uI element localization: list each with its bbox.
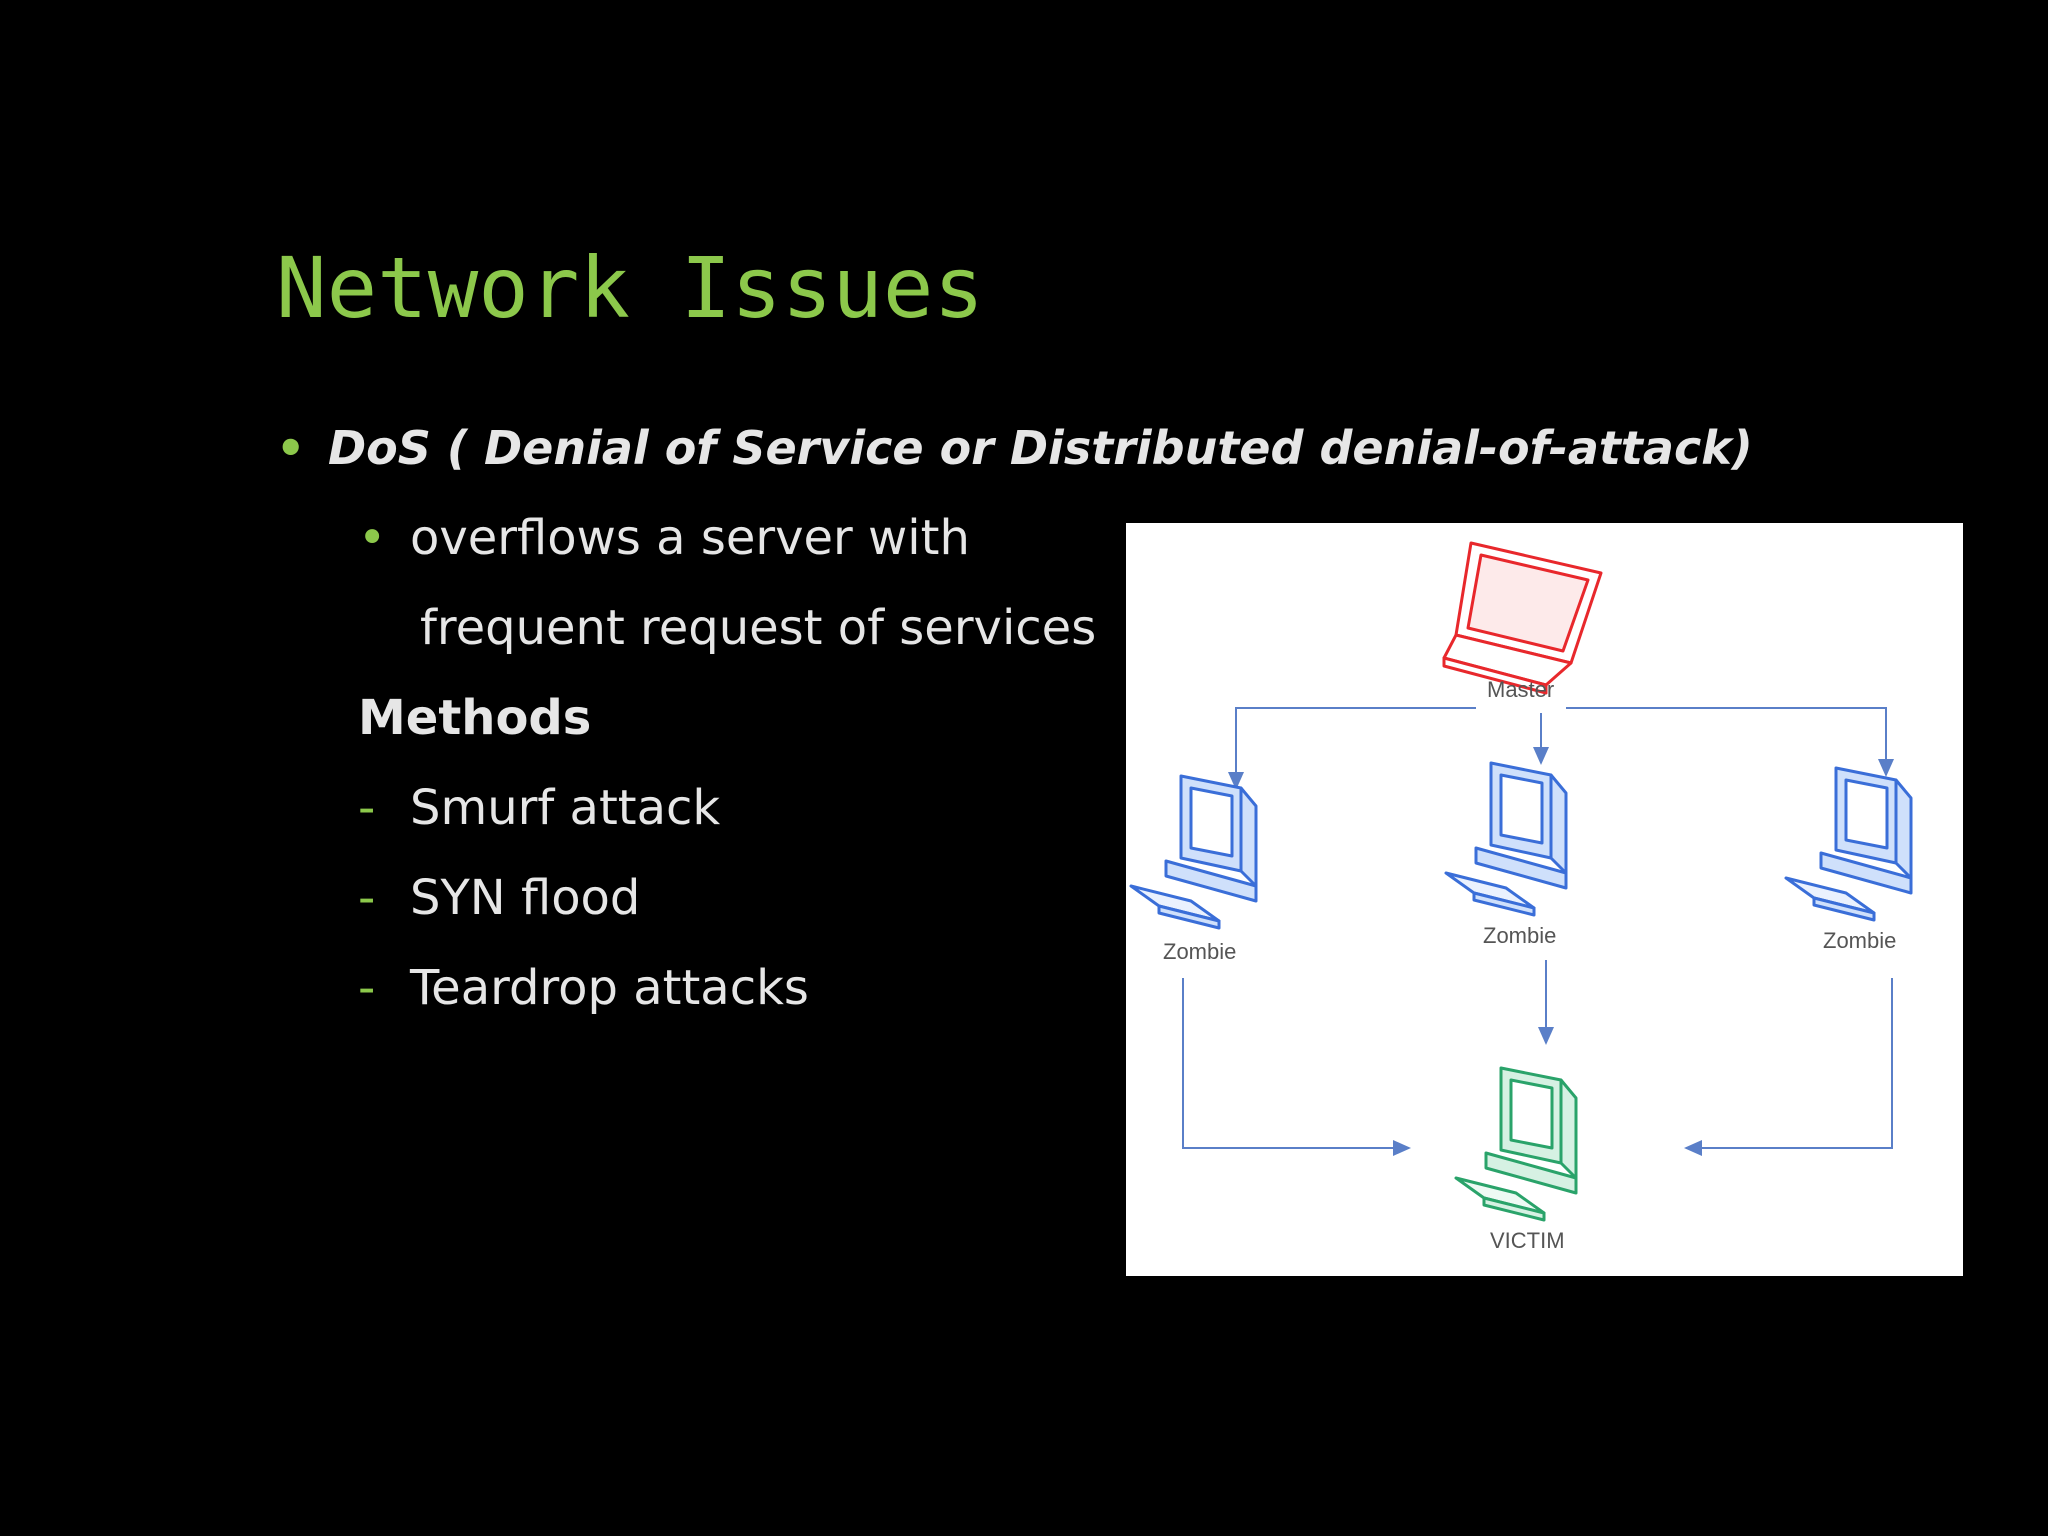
method-text: Teardrop attacks <box>410 960 809 1016</box>
method-item: -Smurf attack <box>358 778 720 838</box>
desktop-computer-icon <box>1129 774 1258 930</box>
zombie-label: Zombie <box>1823 928 1897 953</box>
desktop-computer-icon <box>1454 1066 1578 1222</box>
bullet-marker: • <box>276 421 306 475</box>
right-zombie-to-victim-arrow <box>1684 978 1893 1156</box>
method-item: -SYN flood <box>358 868 640 928</box>
master-to-right-zombie-arrow <box>1566 707 1894 777</box>
dash-marker: - <box>358 780 376 836</box>
methods-heading: Methods <box>358 690 592 746</box>
dash-marker: - <box>358 870 376 926</box>
desktop-computer-icon <box>1784 766 1913 922</box>
victim-label: VICTIM <box>1490 1228 1565 1253</box>
sub-bullet-line-1: overflows a server with <box>410 510 970 566</box>
dash-marker: - <box>358 960 376 1016</box>
bullet-dos-text: DoS ( Denial of Service or Distributed d… <box>328 421 1753 475</box>
master-label: Master <box>1487 677 1555 702</box>
sub-bullet-line-2: frequent request of services <box>420 600 1097 656</box>
zombie-label: Zombie <box>1163 939 1237 964</box>
bullet-dos: • DoS ( Denial of Service or Distributed … <box>276 418 1753 478</box>
left-zombie-to-victim-arrow <box>1182 978 1411 1156</box>
laptop-icon <box>1442 541 1603 695</box>
method-item: -Teardrop attacks <box>358 958 809 1018</box>
zombie-label: Zombie <box>1483 923 1557 948</box>
sub-bullet-overflow: • overflows a server with <box>358 508 970 568</box>
method-text: SYN flood <box>410 870 641 926</box>
diagram-canvas <box>1129 541 1913 1222</box>
slide-title: Network Issues <box>276 239 985 337</box>
connector-lines <box>1182 707 1894 1156</box>
desktop-computer-icon <box>1444 761 1568 917</box>
master-to-left-zombie-arrow <box>1228 707 1476 790</box>
sub-bullet-marker: • <box>358 510 387 566</box>
method-text: Smurf attack <box>410 780 721 836</box>
ddos-diagram: Master Zombie Zombie Zombie VICTIM <box>1126 523 1963 1276</box>
